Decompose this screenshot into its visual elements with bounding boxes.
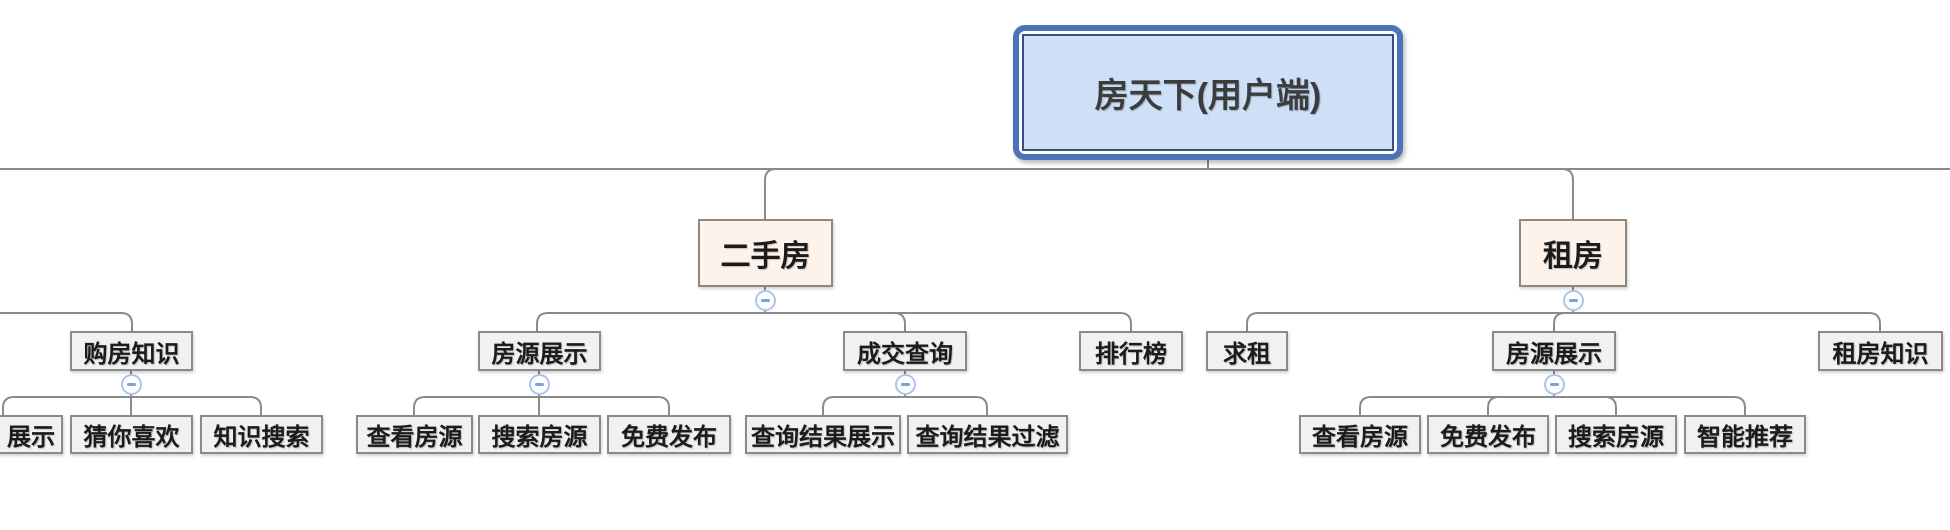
node-zufang[interactable]: 租房 [1519, 219, 1627, 287]
node-ssfy-esf[interactable]: 搜索房源 [478, 415, 601, 454]
node-root[interactable]: 房天下(用户端) [1013, 25, 1403, 160]
node-cxjg-guolv[interactable]: 查询结果过滤 [907, 415, 1068, 454]
node-ckfy-zf[interactable]: 查看房源 [1299, 415, 1421, 454]
connector-line [1487, 396, 1554, 415]
connector-line [1554, 396, 1617, 415]
node-fyzs-esf[interactable]: 房源展示 [478, 331, 601, 371]
node-mffb-zf[interactable]: 免费发布 [1427, 415, 1549, 454]
node-zhineng-tuijian[interactable]: 智能推荐 [1684, 415, 1806, 454]
connector-line [1573, 312, 1881, 331]
collapse-button-ershoufang[interactable] [754, 289, 776, 311]
collapse-button-chengjiao-chaxun[interactable] [894, 373, 916, 395]
connector-line [539, 396, 670, 415]
connector-line [765, 312, 906, 331]
node-zhanshi-clipped[interactable]: 展示 [0, 415, 63, 454]
node-ershoufang[interactable]: 二手房 [698, 219, 833, 287]
node-chengjiao-chaxun[interactable]: 成交查询 [843, 331, 967, 371]
minus-circle-icon [534, 382, 544, 386]
minus-circle-icon [1549, 382, 1559, 386]
node-ssfy-zf[interactable]: 搜索房源 [1555, 415, 1677, 454]
minus-circle-icon [900, 382, 910, 386]
connector-line [1553, 312, 1573, 331]
connector-line [1246, 312, 1573, 331]
connector-line [1561, 168, 1574, 219]
connector-line [2, 396, 131, 415]
node-qiuzu[interactable]: 求租 [1206, 331, 1288, 371]
connector-line [536, 312, 765, 331]
node-goufang-zhishi[interactable]: 购房知识 [70, 331, 193, 371]
connector-line [1359, 396, 1554, 415]
connector-line [1554, 396, 1746, 415]
connector-line [822, 396, 905, 415]
connector-line [413, 396, 539, 415]
connector-line [765, 312, 1132, 331]
node-cxjg-zhanshi[interactable]: 查询结果展示 [745, 415, 901, 454]
node-cainixihuan[interactable]: 猜你喜欢 [70, 415, 193, 454]
collapse-button-fyzs-zf[interactable] [1543, 373, 1565, 395]
node-mffb-esf[interactable]: 免费发布 [607, 415, 731, 454]
collapse-button-goufang-zhishi[interactable] [120, 373, 142, 395]
connector-line [905, 396, 988, 415]
connector-line [131, 396, 262, 415]
node-ckfy-esf[interactable]: 查看房源 [356, 415, 473, 454]
minus-circle-icon [126, 382, 136, 386]
node-zufang-zhishi[interactable]: 租房知识 [1818, 331, 1943, 371]
root-node-label: 房天下(用户端) [1022, 34, 1394, 151]
minus-circle-icon [1568, 298, 1578, 302]
minus-circle-icon [760, 298, 770, 302]
collapse-button-fyzs-esf[interactable] [528, 373, 550, 395]
collapse-button-zufang[interactable] [1562, 289, 1584, 311]
connector-line [764, 168, 777, 219]
node-fyzs-zf[interactable]: 房源展示 [1492, 331, 1616, 371]
node-zhishi-sousuo[interactable]: 知识搜索 [200, 415, 323, 454]
connector-line [0, 312, 133, 331]
node-paihangbang[interactable]: 排行榜 [1079, 331, 1183, 371]
